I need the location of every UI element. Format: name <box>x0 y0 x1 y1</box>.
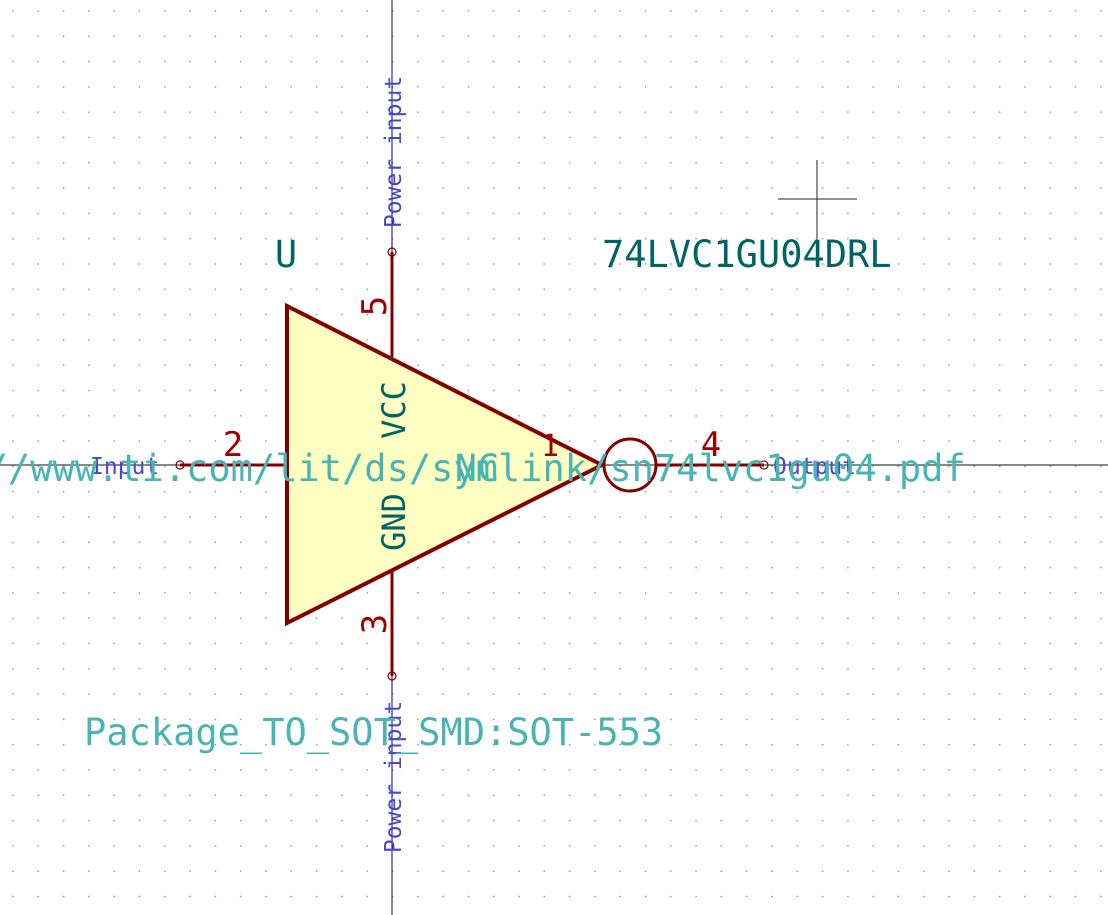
pin-2-number: 2 <box>223 425 243 465</box>
pin-2-type: Input <box>90 454 159 480</box>
reference-field[interactable]: U <box>275 233 297 276</box>
pin-5-endpoint <box>387 247 397 257</box>
cursor-crosshair-icon <box>778 160 857 240</box>
footprint-field[interactable]: Package_TO_SOT_SMD:SOT-553 <box>84 711 663 755</box>
pin-2-endpoint <box>175 460 185 470</box>
pin-4-endpoint <box>759 460 769 470</box>
pin-3-name: GND <box>375 493 413 551</box>
pin-1-number: 1 <box>541 429 559 464</box>
inversion-bubble-icon <box>602 437 658 493</box>
inverter-body[interactable] <box>285 302 607 627</box>
pin-4-number: 4 <box>701 425 721 465</box>
pin-3-type: Power input <box>381 701 407 853</box>
datasheet-field[interactable]: http://www.ti.com/lit/ds/symlink/sn74lvc… <box>0 447 966 490</box>
nc-label: NC <box>455 447 500 490</box>
pin-3-number: 3 <box>355 614 395 634</box>
pin-5-type: Power input <box>381 76 407 228</box>
pin-4-type: Output <box>773 454 856 480</box>
value-field[interactable]: 74LVC1GU04DRL <box>602 233 892 276</box>
pin-5-number: 5 <box>355 296 395 316</box>
pin-3-endpoint <box>387 671 397 681</box>
pin-5-name: VCC <box>375 381 413 439</box>
